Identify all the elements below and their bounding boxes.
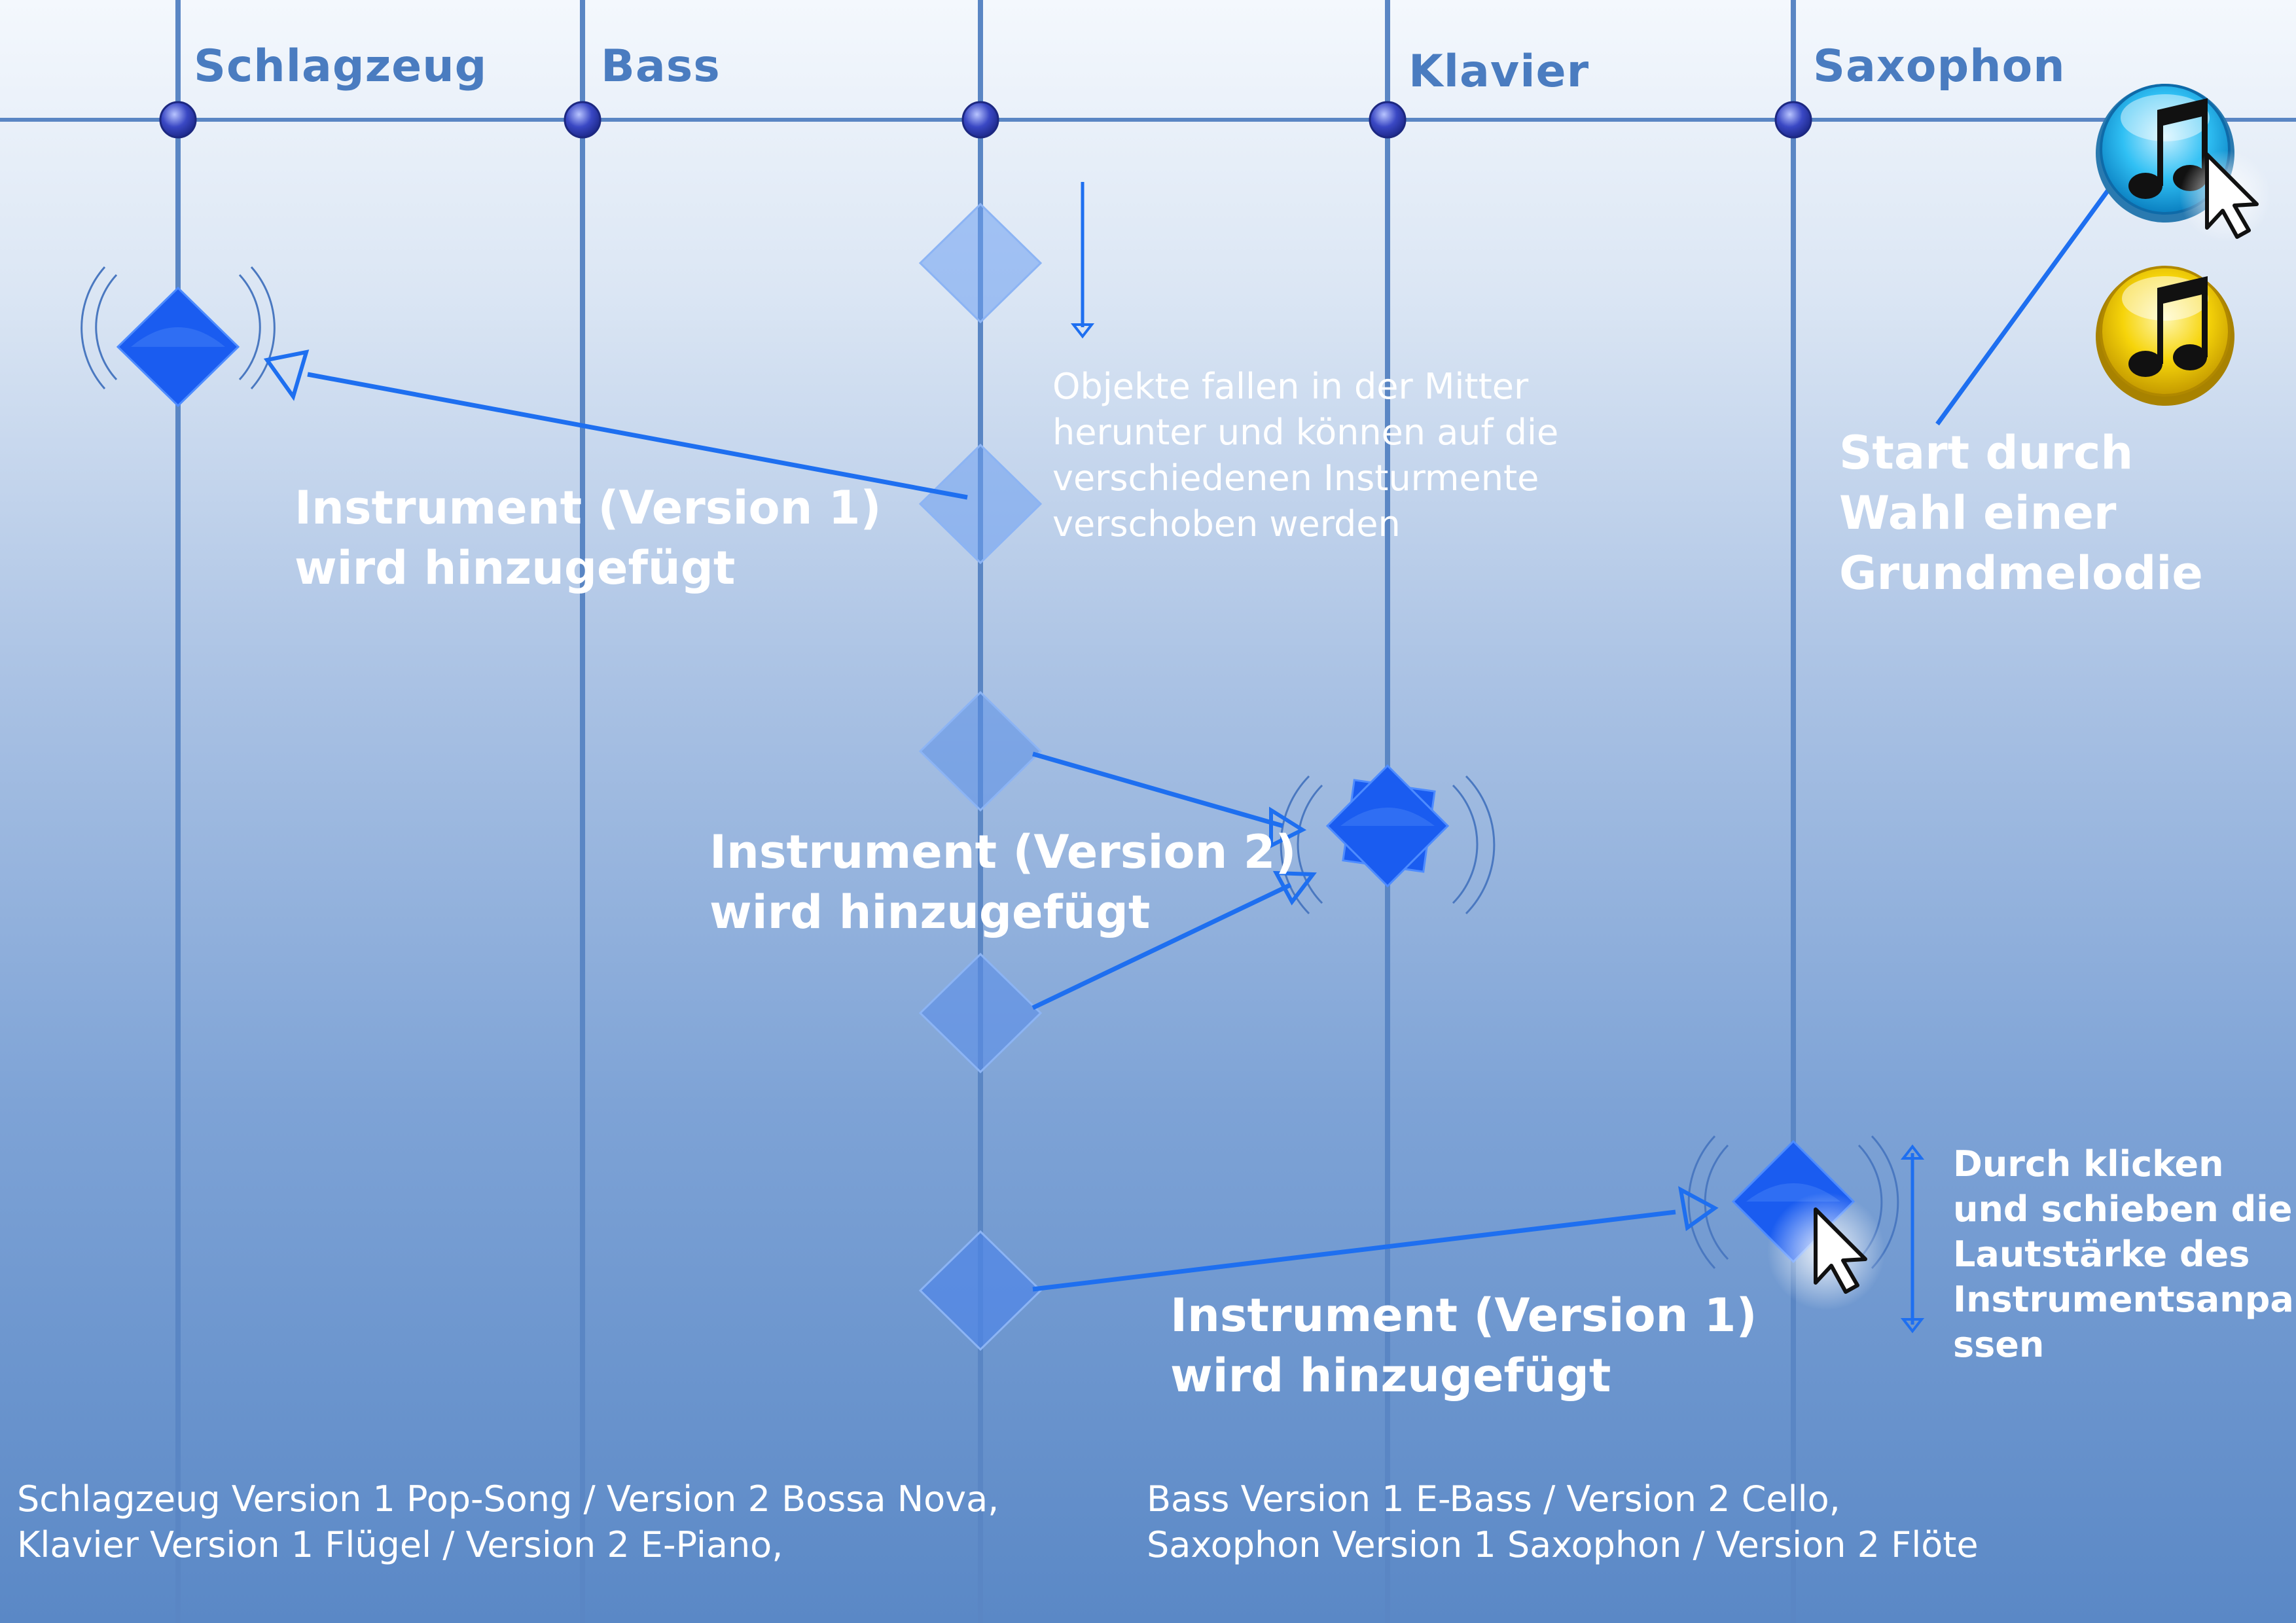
mouse-pointer-icon [2179, 151, 2271, 242]
arrowhead-schlagzeug [263, 349, 310, 401]
note-falling-objects: Objekte fallen in der Mitter herunter un… [1052, 364, 1558, 547]
lane-nodes [159, 101, 1812, 139]
lane-label-bass: Bass [601, 41, 721, 92]
arrowhead-saxophon [1677, 1186, 1719, 1232]
flow-arrows [263, 159, 2132, 1292]
lane-label-saxophon: Saxophon [1813, 41, 2066, 92]
note-line: Wahl einer [1839, 486, 2117, 540]
active-instrument-klavier[interactable] [1280, 764, 1496, 915]
arrow-to-schlagzeug [307, 372, 968, 500]
note-line: herunter und können auf die [1052, 412, 1559, 453]
arrow-to-melody [1935, 175, 2120, 426]
footer-right: Bass Version 1 E-Bass / Version 2 Cello,… [1147, 1476, 1979, 1568]
note-line: Instrument (Version 1) [1170, 1289, 1757, 1342]
note-line: wird hinzugefügt [709, 885, 1151, 939]
note-line: Instrument (Version 2) [709, 825, 1297, 879]
note-line: ssen [1953, 1324, 2045, 1365]
footer-line: Bass Version 1 E-Bass / Version 2 Cello, [1147, 1478, 1840, 1520]
arrow-to-klavier-2 [1031, 882, 1292, 1010]
melody-button-yellow[interactable] [2096, 266, 2234, 406]
note-instrument-v2-klavier: Instrument (Version 2) wird hinzugefügt [709, 822, 1296, 942]
falling-diamond-2[interactable] [918, 443, 1043, 565]
falling-diamond-3[interactable] [918, 690, 1043, 812]
arrowhead-klavier-1 [1269, 806, 1307, 849]
footer-line: Klavier Version 1 Flügel / Version 2 E-P… [17, 1524, 783, 1565]
lane-node-bass[interactable] [564, 101, 601, 139]
note-instrument-v1-saxophon: Instrument (Version 1) wird hinzugefügt [1170, 1285, 1757, 1406]
note-line: Durch klicken [1953, 1143, 2224, 1185]
footer-line: Schlagzeug Version 1 Pop-Song / Version … [17, 1478, 999, 1520]
note-line: Lautstärke des [1953, 1234, 2250, 1275]
falling-direction-arrow [1070, 182, 1095, 339]
lane-label-klavier: Klavier [1408, 46, 1590, 98]
falling-diamond-4[interactable] [918, 952, 1043, 1074]
note-line: verschiedenen Insturmente [1052, 457, 1539, 499]
note-line: Grundmelodie [1839, 546, 2203, 600]
mouse-pointer-icon [1767, 1192, 1885, 1310]
lane-node-center[interactable] [961, 101, 999, 139]
lane-node-schlagzeug[interactable] [159, 101, 197, 139]
lane-node-klavier[interactable] [1369, 101, 1407, 139]
footer-line: Saxophon Version 1 Saxophon / Version 2 … [1147, 1524, 1979, 1565]
lane-node-saxophon[interactable] [1774, 101, 1812, 139]
note-line: wird hinzugefügt [1170, 1349, 1611, 1402]
falling-diamond-5[interactable] [918, 1230, 1043, 1351]
note-line: verschoben werden [1052, 503, 1401, 544]
note-line: und schieben die [1953, 1188, 2293, 1230]
note-instrument-v1-schlagzeug: Instrument (Version 1) wird hinzugefügt [295, 478, 881, 598]
note-start: Start durch Wahl einer Grundmelodie [1839, 423, 2203, 603]
arrow-to-saxophon [1032, 1209, 1676, 1292]
footer-left: Schlagzeug Version 1 Pop-Song / Version … [17, 1476, 999, 1568]
note-line: Instrumentsanpa [1953, 1279, 2294, 1320]
note-line: Start durch [1839, 426, 2134, 480]
arrowhead-klavier-2 [1272, 870, 1317, 906]
note-line: wird hinzugefügt [295, 541, 736, 595]
note-line: Objekte fallen in der Mitter [1052, 366, 1529, 407]
arrow-to-klavier-1 [1032, 751, 1283, 829]
volume-arrow [1900, 1144, 1925, 1334]
note-volume: Durch klicken und schieben die Lautstärk… [1953, 1141, 2294, 1367]
music-note-icon [2128, 276, 2208, 377]
falling-diamond-1[interactable] [918, 202, 1043, 324]
lane-label-schlagzeug: Schlagzeug [194, 41, 488, 92]
note-line: Instrument (Version 1) [295, 481, 882, 535]
active-instrument-schlagzeug[interactable] [81, 266, 276, 408]
falling-objects [918, 202, 1043, 1351]
